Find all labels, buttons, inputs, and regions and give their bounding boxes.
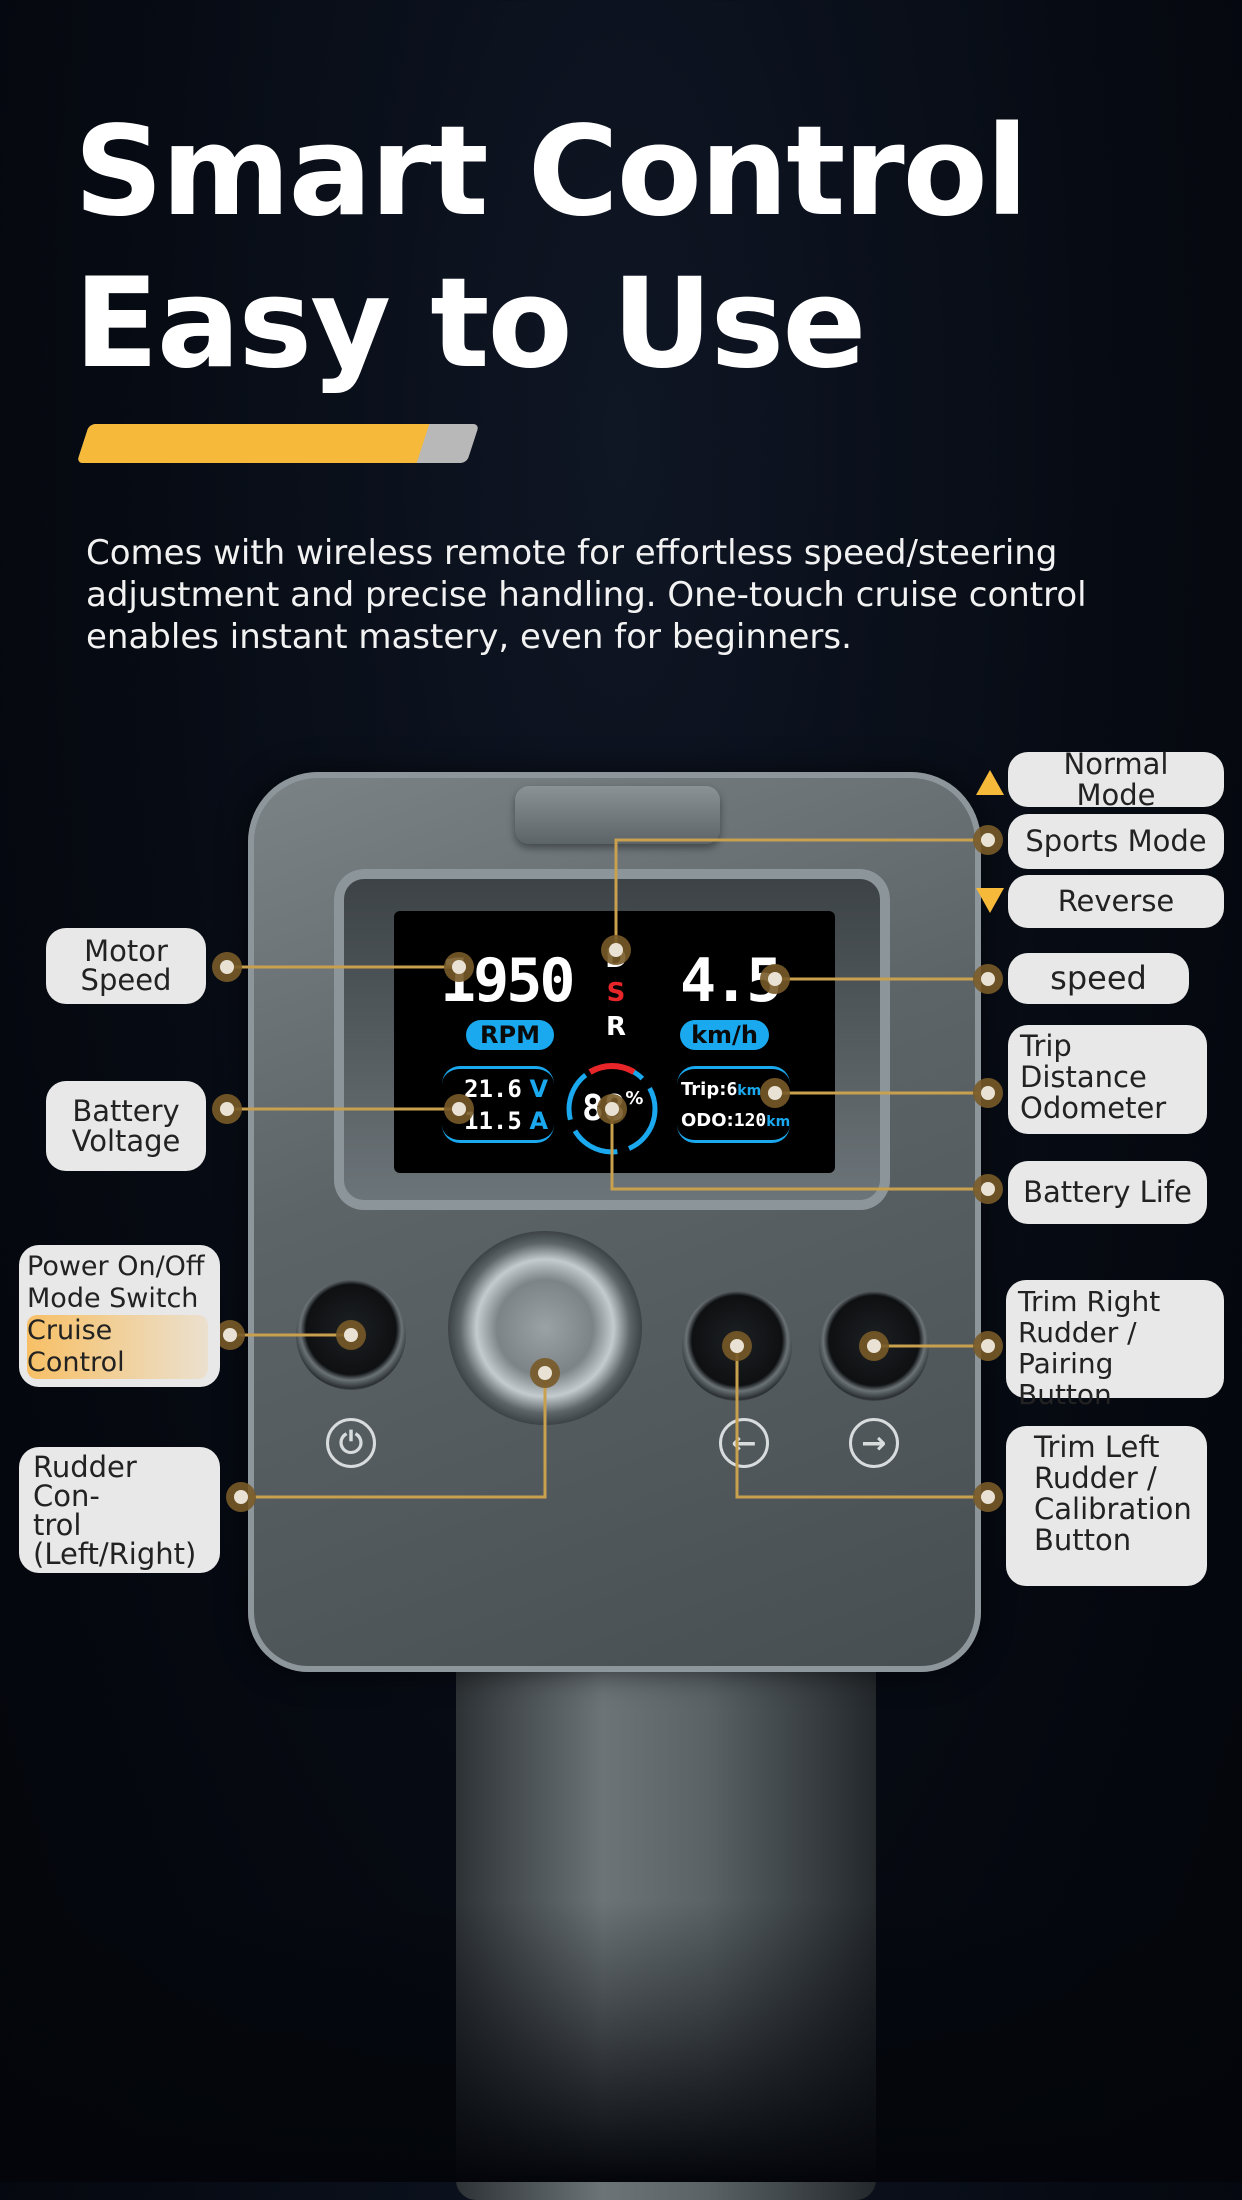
- connector-dot-center: [452, 960, 466, 974]
- trip-value: 6: [726, 1079, 738, 1100]
- label-line: Button: [1034, 1523, 1132, 1557]
- label-normal-mode: Normal Mode: [1008, 748, 1224, 810]
- label-sports-mode: Sports Mode: [1008, 814, 1224, 869]
- connector-dot-center: [452, 1102, 466, 1116]
- label-line: trol: [33, 1508, 82, 1542]
- connector-dot-center: [768, 1086, 782, 1100]
- connector-dot-center: [605, 1102, 619, 1116]
- connector-dot-center: [220, 960, 234, 974]
- label-line: Speed: [80, 963, 172, 997]
- label-line: Trim Right: [1018, 1285, 1161, 1318]
- gear-s: S: [606, 978, 626, 1008]
- connector-dot-center: [981, 1182, 995, 1196]
- odo-unit: km: [766, 1114, 791, 1130]
- connector-dot-center: [981, 833, 995, 847]
- connector-dot-center: [344, 1328, 358, 1342]
- label-line: Pairing Button: [1018, 1347, 1114, 1411]
- voltage-value: 21.6: [464, 1075, 522, 1103]
- label-line: Rudder /: [1034, 1461, 1157, 1495]
- label-line: (Left/Right): [33, 1537, 197, 1571]
- label-line: Rudder /: [1018, 1316, 1137, 1349]
- label-line-highlighted: Cruise Control: [27, 1315, 208, 1379]
- label-line: Trim Left: [1034, 1430, 1160, 1464]
- label-battery-life: Battery Life: [1008, 1161, 1207, 1224]
- connector-dot-center: [981, 972, 995, 986]
- rpm-unit: RPM: [466, 1020, 554, 1050]
- label-speed: speed: [1008, 953, 1189, 1004]
- connector-dot-center: [768, 972, 782, 986]
- connector-dot-center: [981, 1490, 995, 1504]
- headline-line2: Easy to Use: [74, 252, 866, 396]
- connector-dot-center: [730, 1339, 744, 1353]
- odo-value: 120: [733, 1110, 767, 1131]
- arrow-right-icon: →: [849, 1418, 899, 1468]
- connector-dot-center: [867, 1339, 881, 1353]
- description: Comes with wireless remote for effortles…: [86, 533, 1087, 657]
- label-line: Trip Distance: [1020, 1029, 1147, 1094]
- triangle-down-icon: [976, 888, 1004, 913]
- connector-dot-center: [538, 1366, 552, 1380]
- headline-line1: Smart Control: [74, 100, 1028, 244]
- connector-dot-center: [223, 1328, 237, 1342]
- label-line: Rudder Con-: [33, 1450, 137, 1513]
- label-line: Voltage: [71, 1124, 181, 1158]
- label-line: Mode Switch: [27, 1283, 199, 1314]
- connector-dot-center: [609, 943, 623, 957]
- bottom-fade: [0, 1900, 1242, 2182]
- current-unit: A: [529, 1107, 549, 1135]
- trip-label: Trip:: [681, 1079, 727, 1100]
- speed-unit: km/h: [680, 1020, 769, 1050]
- label-rudder-control: Rudder Con-trol(Left/Right): [19, 1447, 220, 1573]
- label-line: Calibration: [1034, 1492, 1192, 1526]
- gear-r: R: [605, 1012, 627, 1042]
- connector-dot-center: [220, 1102, 234, 1116]
- label-line: Odometer: [1020, 1091, 1167, 1125]
- percent-sign: %: [625, 1088, 644, 1109]
- label-line: Battery: [72, 1094, 180, 1128]
- label-line: Motor: [84, 934, 168, 968]
- power-icon: ⏻: [326, 1418, 376, 1468]
- trip-unit: km: [737, 1083, 762, 1099]
- remote-notch: [515, 786, 720, 844]
- triangle-up-icon: [976, 770, 1004, 795]
- connector-dot-center: [981, 1339, 995, 1353]
- connector-dot-center: [981, 1086, 995, 1100]
- label-reverse: Reverse: [1008, 875, 1224, 928]
- label-line: Power On/Off: [27, 1251, 205, 1282]
- voltage-unit: V: [529, 1075, 549, 1103]
- odo-label: ODO:: [681, 1110, 734, 1131]
- connector-dot-center: [234, 1490, 248, 1504]
